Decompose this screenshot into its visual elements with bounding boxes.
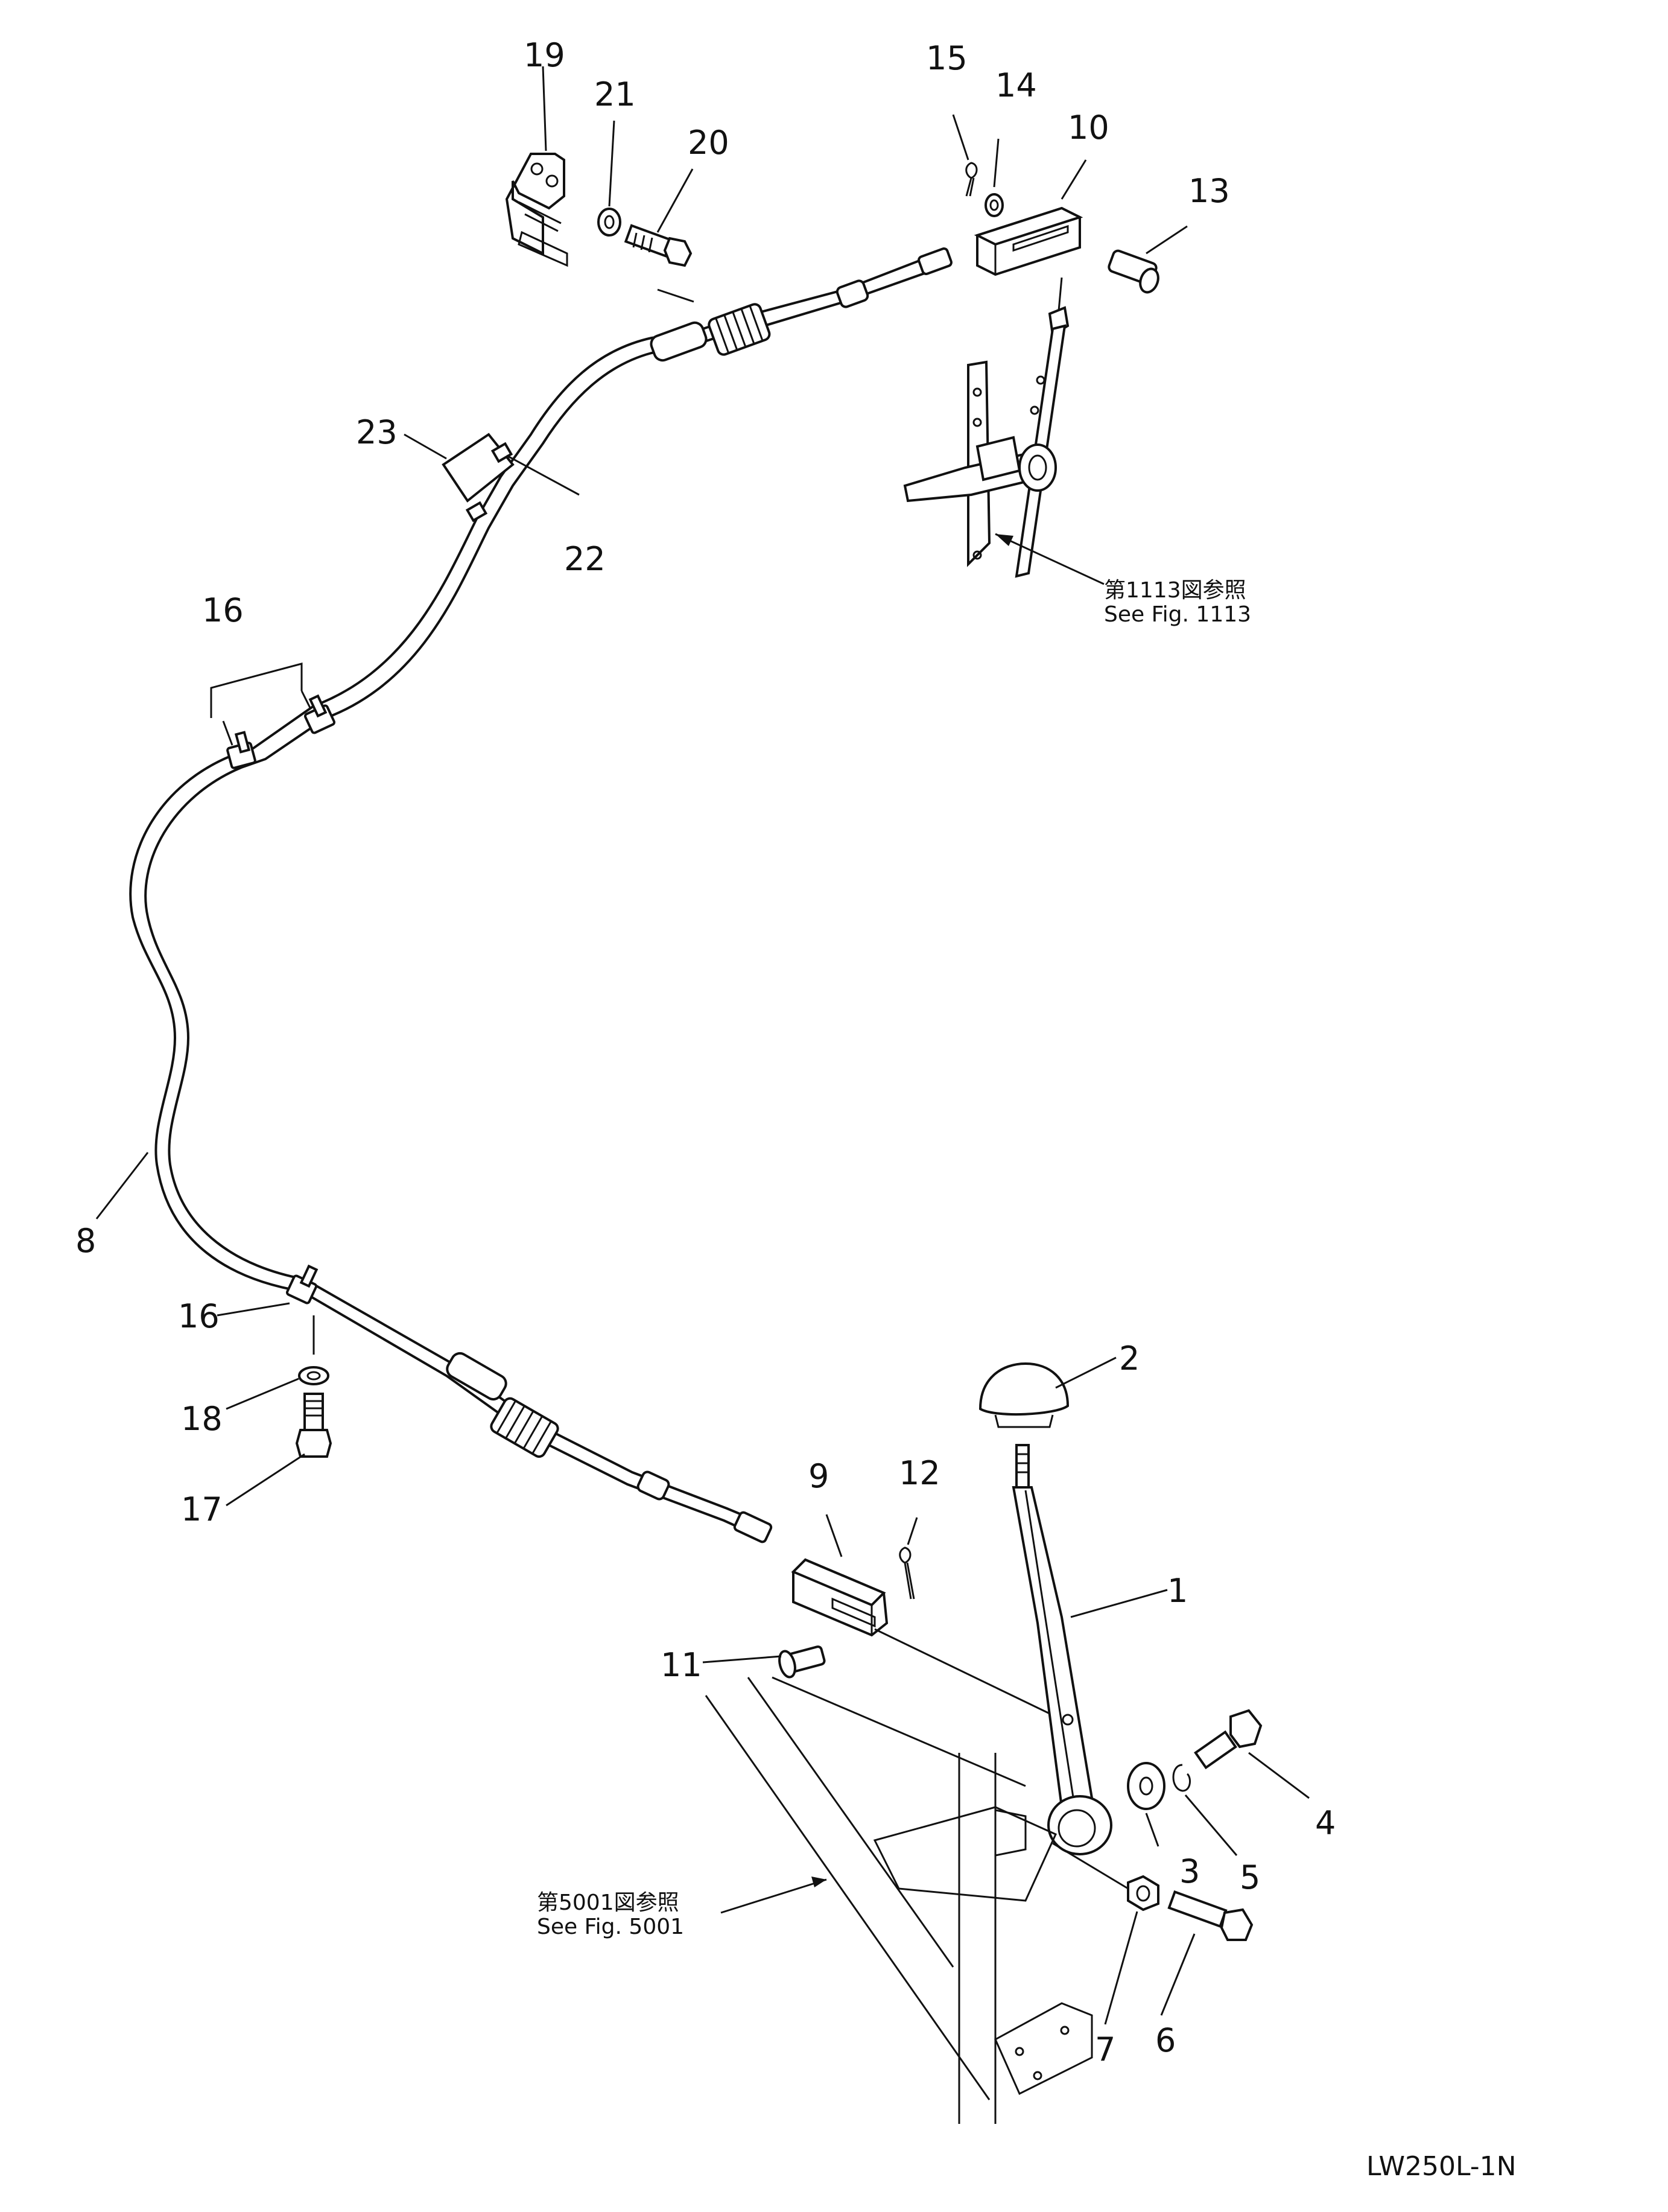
callout-5: 5 xyxy=(1240,1858,1260,1896)
callout-13: 13 xyxy=(1188,172,1230,210)
clamp-23-22 xyxy=(442,433,515,523)
ref-note-fig1113: 第1113図参照 See Fig. 1113 xyxy=(1104,578,1251,627)
cotter-pin-15 xyxy=(965,162,978,197)
callout-23: 23 xyxy=(356,413,398,451)
callout-10: 10 xyxy=(1068,109,1109,147)
callout-1: 1 xyxy=(1167,1572,1188,1610)
cable-end-bottom xyxy=(446,1352,773,1543)
pin-axis-line xyxy=(874,1628,1050,1715)
washer-14 xyxy=(985,193,1004,217)
ref-1113-en: See Fig. 1113 xyxy=(1104,602,1251,627)
cable-end-top xyxy=(650,247,953,362)
lock-washer-18 xyxy=(298,1366,329,1385)
callout-21: 21 xyxy=(594,75,636,113)
callout-8: 8 xyxy=(75,1222,96,1260)
callout-6: 6 xyxy=(1155,2021,1176,2059)
callout-12: 12 xyxy=(899,1454,940,1492)
leader-lines xyxy=(95,66,1310,2025)
model-code: LW250L-1N xyxy=(1366,2151,1517,2182)
cotter-pin-12 xyxy=(899,1546,915,1600)
lever-1 xyxy=(1012,1444,1112,1855)
clevis-9 xyxy=(791,1558,889,1637)
callout-4: 4 xyxy=(1315,1804,1336,1842)
callout-9: 9 xyxy=(808,1457,829,1495)
bolt-axis-line xyxy=(1052,1842,1129,1890)
ref-1113-jp: 第1113図参照 xyxy=(1104,578,1246,603)
callout-2: 2 xyxy=(1119,1340,1140,1378)
callout-18: 18 xyxy=(181,1400,223,1438)
knob-2 xyxy=(978,1362,1070,1428)
lock-washer-21 xyxy=(597,208,621,237)
pin-11 xyxy=(778,1645,826,1679)
control-cable xyxy=(129,252,939,1537)
callout-20: 20 xyxy=(688,124,729,162)
callout-16-upper: 16 xyxy=(202,591,244,629)
ref-arrows xyxy=(720,533,1105,1914)
callout-3: 3 xyxy=(1179,1852,1200,1890)
bolt-20 xyxy=(624,224,693,267)
clevis-10 xyxy=(974,206,1083,276)
upper-linkage xyxy=(903,277,1070,578)
callout-11: 11 xyxy=(661,1646,702,1684)
lock-washer-5 xyxy=(1172,1764,1191,1792)
callout-15: 15 xyxy=(926,39,968,77)
clamp-lower xyxy=(286,1264,319,1355)
callout-22: 22 xyxy=(564,540,606,578)
nut-7 xyxy=(1127,1875,1159,1912)
washer-3 xyxy=(1127,1762,1165,1810)
callout-17: 17 xyxy=(181,1490,223,1528)
bracket-19 xyxy=(505,153,568,267)
bolt-4 xyxy=(1194,1709,1263,1770)
pin-13 xyxy=(1108,249,1159,294)
bolt-6 xyxy=(1167,1890,1254,1941)
ref-5001-en: See Fig. 5001 xyxy=(537,1915,684,1939)
callout-16-lower: 16 xyxy=(178,1297,220,1335)
frame-structure xyxy=(705,1676,1093,2124)
callout-labels: 1 2 3 4 5 6 7 8 9 10 11 12 13 14 15 16 1… xyxy=(75,36,1336,2068)
ref-note-fig5001: 第5001図参照 See Fig. 5001 xyxy=(537,1890,684,1939)
clamp-upper-pair xyxy=(226,694,335,769)
callout-19: 19 xyxy=(524,36,565,74)
callout-14: 14 xyxy=(995,66,1037,104)
bolt-17 xyxy=(295,1393,332,1458)
ref-5001-jp: 第5001図参照 xyxy=(537,1890,679,1915)
callout-7: 7 xyxy=(1095,2030,1115,2068)
